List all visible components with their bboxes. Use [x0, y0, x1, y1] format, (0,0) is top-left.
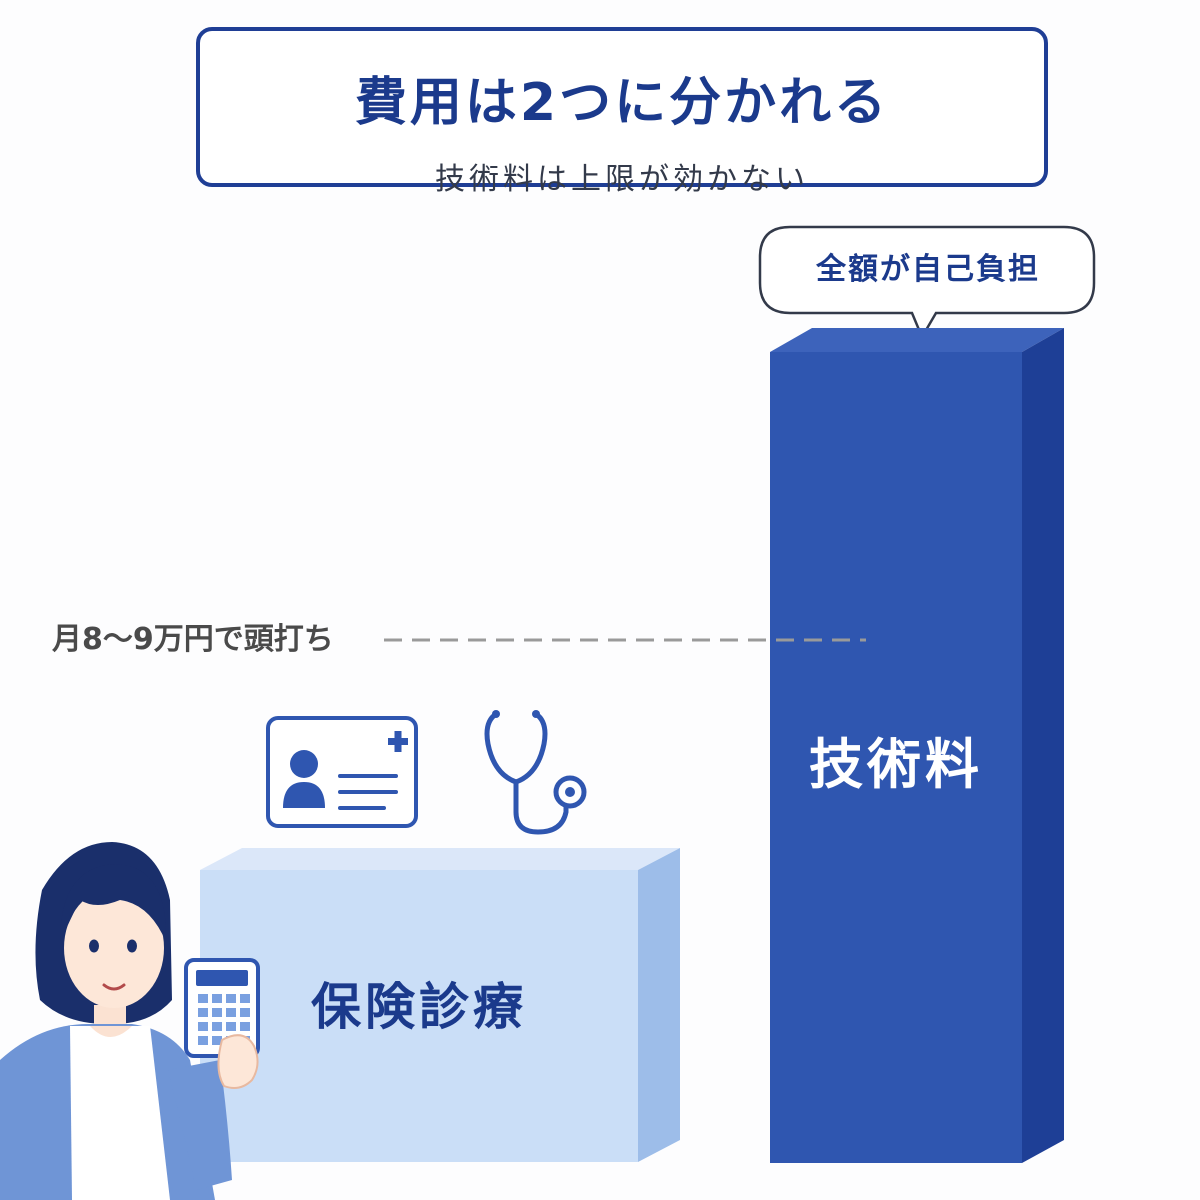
page-title: 費用は2つに分かれる	[354, 73, 890, 133]
page-subtitle: 技術料は上限が効かない	[435, 162, 809, 197]
callout-bubble	[758, 225, 1096, 340]
tech-fee-label: 技術料	[809, 733, 983, 796]
callout-text: 全額が自己負担	[816, 252, 1040, 287]
insurance-label: 保険診療	[311, 978, 527, 1036]
title-box: 費用は2つに分かれる 技術料は上限が効かない	[196, 27, 1048, 195]
tech-fee-block	[770, 328, 1064, 1163]
stethoscope-icon	[484, 710, 587, 835]
insurance-card-icon	[266, 716, 418, 828]
cap-line-label: 月8〜9万円で頭打ち	[52, 622, 334, 657]
insurance-block	[200, 848, 680, 1162]
woman-with-calculator-illustration	[0, 842, 260, 1200]
